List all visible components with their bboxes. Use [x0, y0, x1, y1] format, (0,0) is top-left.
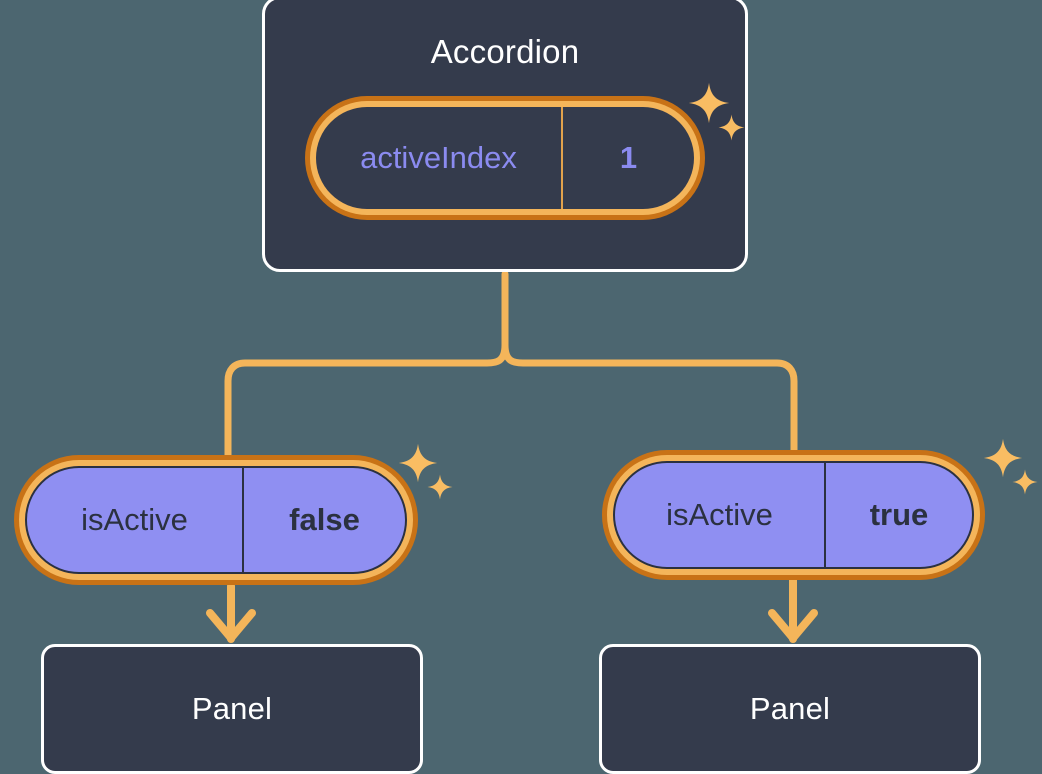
- panel-title: Panel: [749, 691, 831, 726]
- panel-component-card-left[interactable]: Panel: [41, 644, 423, 774]
- state-pill-active-index[interactable]: activeIndex 1: [305, 96, 705, 220]
- sparkle-icon: [398, 443, 438, 483]
- sparkle-icon-small: [1012, 469, 1038, 495]
- state-pill-key: activeIndex: [316, 107, 563, 209]
- arrow-down-icon-left: [206, 582, 256, 643]
- connector-split-right: [501, 341, 798, 457]
- state-pill-is-active-false[interactable]: isActive false: [14, 455, 418, 585]
- state-pill-value: true: [869, 497, 929, 532]
- panel-title: Panel: [191, 691, 273, 726]
- connector-split-left: [224, 341, 509, 459]
- page-title: Accordion: [430, 33, 580, 70]
- sparkle-icon-small: [427, 474, 453, 500]
- state-pill-value: false: [289, 502, 360, 537]
- sparkle-icon: [983, 438, 1023, 478]
- panel-component-card-right[interactable]: Panel: [599, 644, 981, 774]
- state-pill-key: isActive: [27, 468, 244, 572]
- sparkle-group-right: [983, 438, 1042, 508]
- state-pill-value: 1: [619, 140, 638, 175]
- state-pill-is-active-true[interactable]: isActive true: [602, 450, 985, 580]
- state-pill-key: isActive: [615, 463, 826, 567]
- arrow-down-icon-right: [768, 576, 818, 643]
